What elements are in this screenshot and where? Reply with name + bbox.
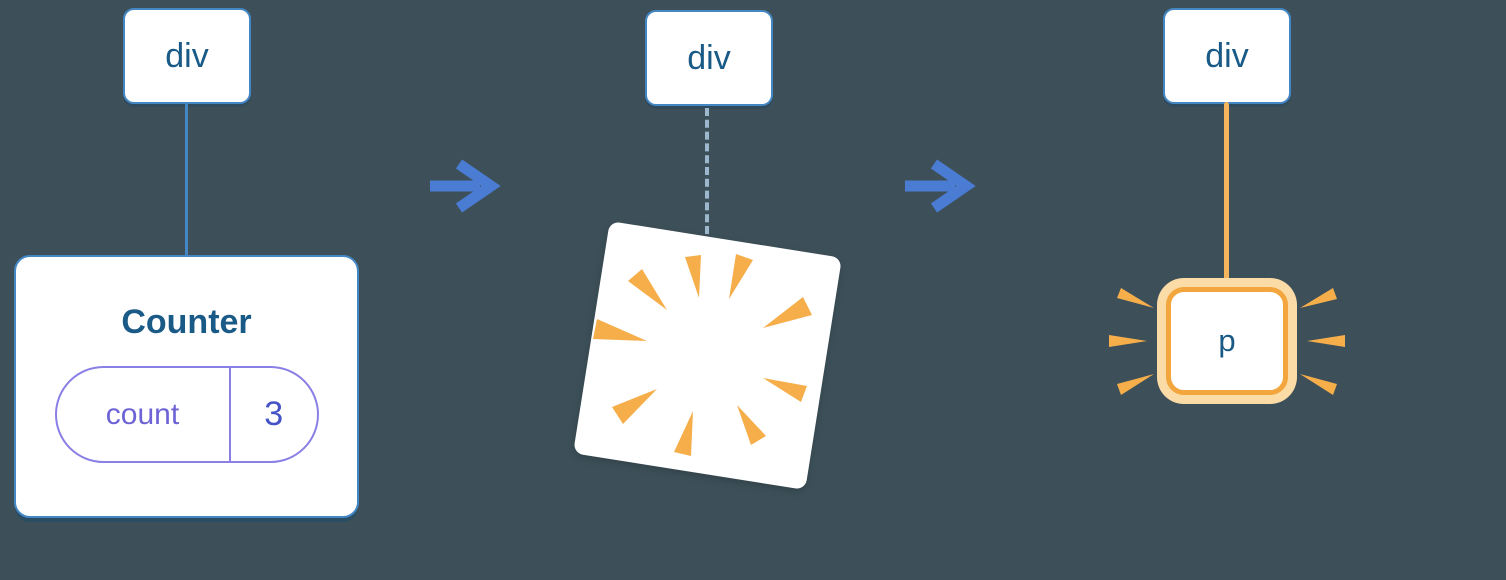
p-node-highlighted: p [1166, 287, 1288, 395]
state-value-label: 3 [264, 395, 284, 433]
state-pill-divider [228, 368, 231, 461]
counter-component-title: Counter [121, 303, 252, 341]
right-arrow-icon [905, 159, 976, 213]
highlight-sparkles-icon [1109, 288, 1345, 395]
p-node-label: p [1218, 323, 1236, 358]
div-node-label: div [165, 36, 209, 75]
div-node-stage3: div [1163, 8, 1291, 104]
tree-edge-orange-stage3 [1224, 102, 1229, 300]
tree-edge-stage1 [185, 103, 188, 256]
right-arrow-icon [430, 159, 501, 213]
poof-burst-icon [593, 254, 812, 456]
tree-edge-dashed-stage2 [705, 108, 709, 234]
state-key-label: count [105, 397, 180, 431]
div-node-stage2: div [645, 10, 773, 106]
counter-component-card: Counter count 3 [14, 255, 359, 518]
div-node-label: div [687, 38, 731, 77]
div-node-label: div [1205, 36, 1249, 75]
div-node-stage1: div [123, 8, 251, 104]
state-pill: count 3 [54, 366, 319, 463]
